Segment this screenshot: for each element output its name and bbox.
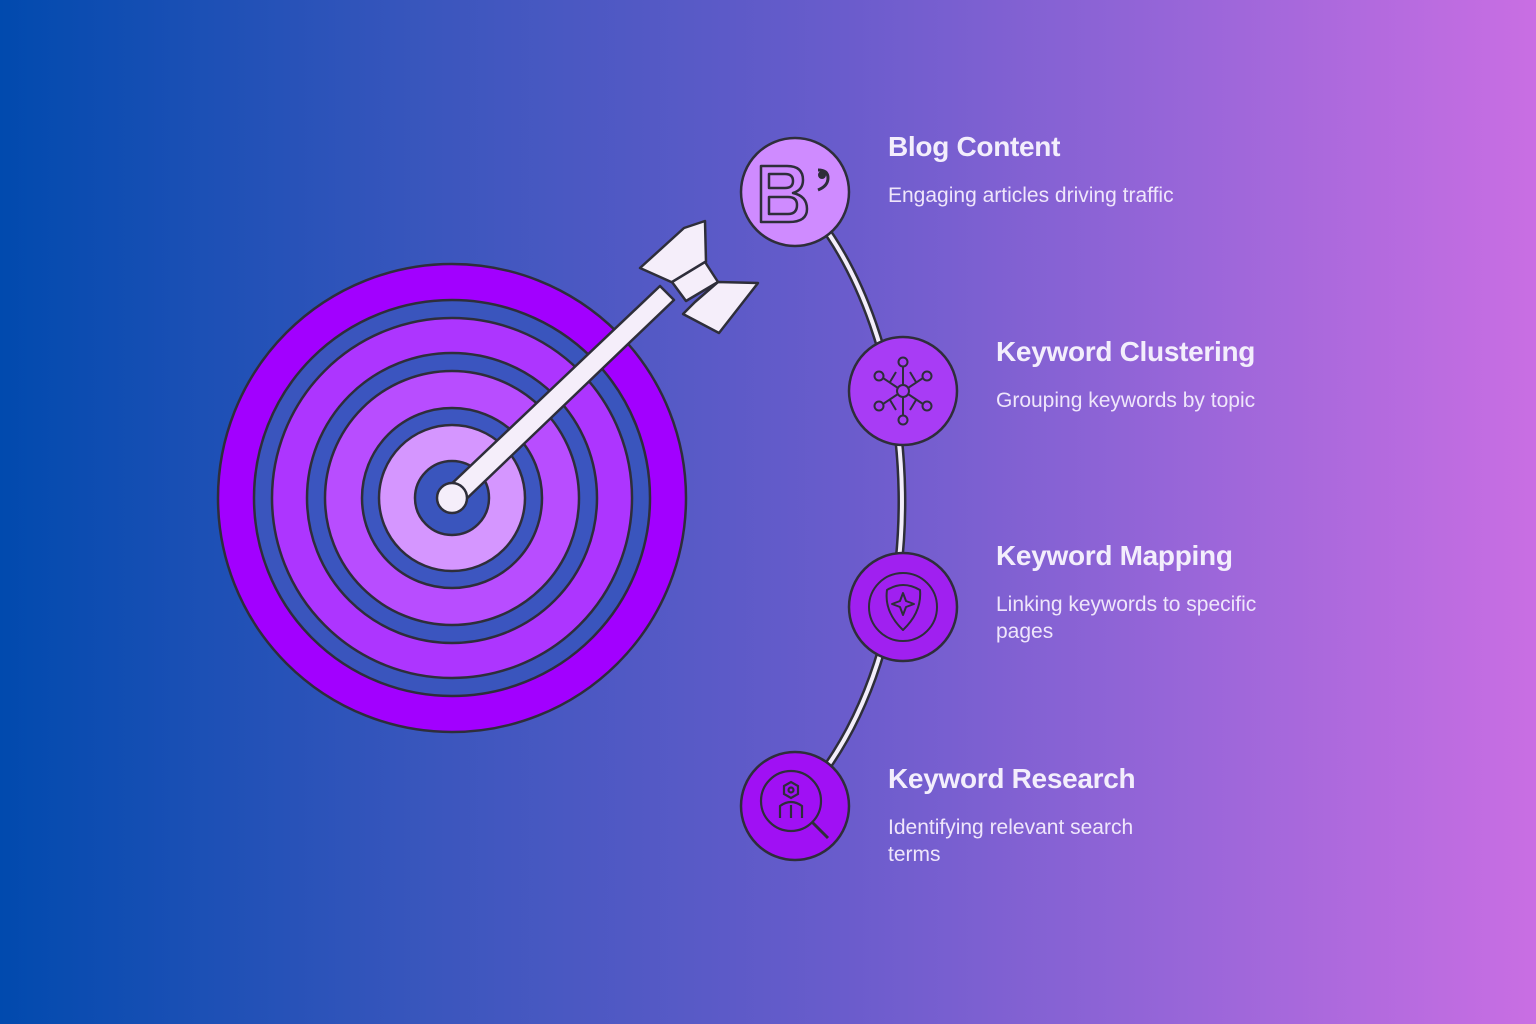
clustering-node	[847, 335, 959, 447]
research-node	[739, 750, 851, 862]
timeline-arc	[791, 188, 907, 810]
mapping-node	[847, 551, 959, 663]
step-title: Keyword Mapping	[996, 540, 1233, 571]
arrow-icon	[435, 219, 760, 515]
blog-icon	[759, 164, 830, 224]
step-title: Blog Content	[888, 131, 1061, 162]
step-title: Keyword Research	[888, 763, 1136, 794]
search-person-icon	[759, 769, 830, 840]
step-description: Grouping keywords by topic	[996, 389, 1256, 412]
step-description: Engaging articles driving traffic	[888, 184, 1174, 207]
network-cluster-icon	[873, 356, 933, 426]
step-keyword-mapping: Keyword Mapping Linking keywords to spec…	[996, 539, 1296, 645]
step-keyword-clustering: Keyword Clustering Grouping keywords by …	[996, 335, 1296, 414]
map-pin-icon	[885, 584, 922, 631]
step-description: Linking keywords to specific pages	[996, 593, 1257, 643]
blog-node	[739, 136, 851, 248]
step-keyword-research: Keyword Research Identifying relevant se…	[888, 762, 1168, 868]
step-blog-content: Blog Content Engaging articles driving t…	[888, 130, 1188, 209]
step-description: Identifying relevant search terms	[888, 816, 1134, 866]
step-title: Keyword Clustering	[996, 336, 1256, 367]
